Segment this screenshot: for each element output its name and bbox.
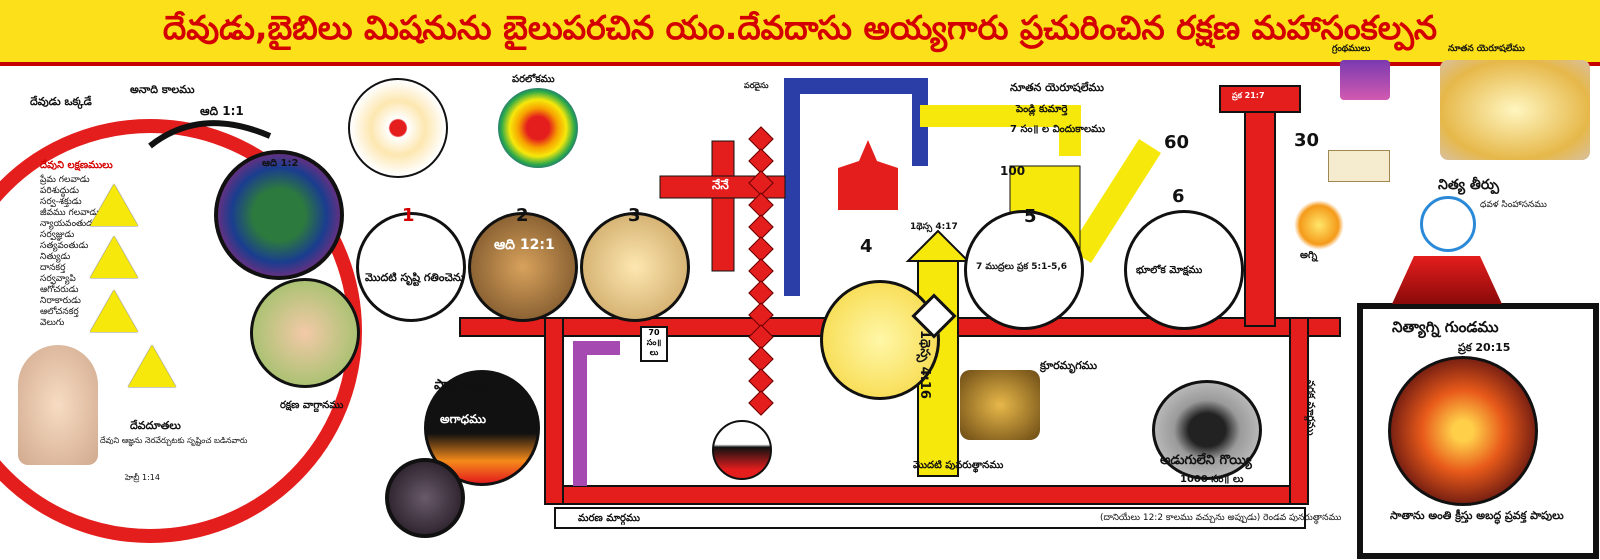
fire-image — [1294, 200, 1344, 250]
seventy-years-box: 70 సం॥ లు — [640, 326, 668, 362]
angels-ref: హెబ్రీ 1:14 — [125, 473, 160, 482]
earthly-kingdom-label: భూలోక మోక్షము — [1136, 265, 1203, 276]
thess2-label: 1థెస్స 4:17 — [910, 222, 958, 232]
fire-label: అగ్ని — [1300, 250, 1318, 261]
abraham-ram-image — [468, 212, 578, 322]
lower-channel — [544, 485, 1306, 505]
diagram-canvas — [0, 78, 1599, 559]
god-one-label: దేవుడు ఒక్కడే — [30, 95, 92, 108]
count-60: 60 — [1164, 132, 1190, 153]
attribute-item: వెలుగు — [40, 318, 65, 328]
eternal-judgment-label: నిత్య తీర్పు — [1438, 177, 1500, 193]
rapture-circle — [820, 280, 940, 400]
hell-path-label: నరక మార్గము — [1305, 380, 1316, 436]
satan-label: సాతాను అంతి క్రీస్తు అబద్ధ ప్రవక్త పాపుల… — [1390, 509, 1564, 522]
beast-label: క్రూరమృగము — [1040, 359, 1098, 372]
bottomless-label: అడుగులేని గొయ్యి — [1160, 453, 1252, 468]
throne-circle — [1420, 196, 1476, 252]
tabernacle-image — [580, 212, 690, 322]
thess-label: 1థెస్స 4:16 — [917, 330, 932, 399]
seven-seals-label: 7 ముద్రలు ప్రక 5:1-5,6 — [976, 262, 1068, 272]
attribute-item: ప్రేమ గలవాడు — [40, 175, 90, 185]
new-jerusalem-image — [1440, 60, 1590, 160]
bible-image — [1328, 150, 1390, 182]
attribute-item: సర్వ-శక్తుడు — [40, 197, 82, 207]
angels-desc: దేవుని ఆజ్ఞను నెరవేర్చుటకు సృష్టించ బడిన… — [100, 436, 248, 445]
lake-of-fire-image — [1388, 356, 1538, 506]
attribute-item: నిరాకారుడు — [40, 296, 81, 306]
prayer-circle — [348, 78, 448, 178]
page-title: దేవుడు,బైబిలు మిషనును బైలుపరచిన యం.దేవదా… — [162, 7, 1438, 47]
attribute-item: దానకర్త — [40, 263, 66, 273]
second-resurrection-label: (దానియేలు 12:2 కాలము వచ్చును అప్పుడు) రె… — [1100, 513, 1342, 523]
stage-5-number: 5 — [1024, 206, 1037, 227]
gen-12-1-label: ఆది 12:1 — [494, 237, 555, 253]
gen-1-1-label: ఆది 1:1 — [200, 104, 244, 118]
attribute-item: సర్వజ్ఞుడు — [40, 230, 75, 240]
cross-label: నేనే — [712, 178, 729, 192]
paradise-label: పరదైసు — [744, 81, 769, 90]
rev-21-7-label: ప్రక 21:7 — [1232, 91, 1265, 100]
throne-steps — [1392, 256, 1502, 304]
earthly-kingdom-circle — [1124, 210, 1244, 330]
heaven-label: పరలోకము — [512, 74, 555, 85]
attribute-item: నిత్యుడు — [40, 252, 71, 262]
adam-eve-image — [250, 278, 360, 388]
stage-4-number: 4 — [860, 236, 873, 257]
trinity-triangle — [90, 184, 138, 226]
trinity-triangle — [128, 345, 176, 387]
new-jerusalem-2-label: నూతన యెరూషలేము — [1448, 44, 1525, 54]
books-label: గ్రంథములు — [1332, 44, 1371, 54]
abyss-label: అగాధము — [440, 412, 486, 426]
white-throne-label: ధవళ సింహాసనము — [1480, 200, 1547, 210]
rev-20-15-label: ప్రక 20:15 — [1458, 341, 1511, 354]
gen-1-2-label: ఆది 1:2 — [262, 158, 299, 169]
bride-label: పెండ్లి కుమార్తె — [1016, 104, 1068, 115]
count-100: 100 — [1000, 164, 1026, 178]
salvation-promise: రక్షణ వాగ్దానము — [280, 400, 344, 411]
beast-image — [960, 370, 1040, 440]
stage-2-number: 2 — [516, 205, 529, 226]
books-image — [1340, 60, 1390, 100]
first-creation-circle — [356, 212, 466, 322]
count-30: 30 — [1294, 130, 1320, 151]
attributes-list: ప్రేమ గలవాడు పరిశుద్ధుడు సర్వ-శక్తుడు జీ… — [40, 175, 99, 329]
hades-circle — [712, 420, 772, 480]
death-path-label: మరణ మార్గము — [578, 513, 641, 524]
hell-label: పాతాళము — [434, 377, 493, 393]
attribute-item: సర్వవ్యాపి — [40, 274, 76, 284]
lake-fire-label: నిత్యాగ్ని గుండము — [1392, 318, 1499, 336]
first-creation-label: మొదటి సృష్టి గతించెను — [365, 271, 465, 284]
stage-3-number: 3 — [628, 205, 641, 226]
thousand-years: 1000 సం॥ లు — [1180, 474, 1244, 485]
attribute-item: పరిశుద్ధుడు — [40, 186, 80, 196]
attribute-item: ఆగోచరుడు — [40, 285, 79, 295]
seven-years-label: 7 సం॥ ల విందుకాలము — [1010, 124, 1106, 135]
attribute-item: సత్యవంతుడు — [40, 241, 89, 251]
bottomless-pit — [1152, 380, 1262, 480]
attribute-item: జీవము గలవాడు — [40, 208, 100, 218]
attributes-heading: దేవుని లక్షణములు — [40, 160, 113, 171]
trinity-triangle — [90, 290, 138, 332]
angels-image — [18, 345, 98, 465]
seven-seals-circle — [964, 210, 1084, 330]
attribute-item: ఆలోచనకర్త — [40, 307, 79, 317]
heaven-rings — [498, 88, 578, 168]
trinity-triangle — [90, 236, 138, 278]
stage-6-number: 6 — [1172, 186, 1185, 207]
stage-1-number: 1 — [402, 205, 415, 226]
angels-label: దేవదూతలు — [130, 419, 181, 432]
title-banner: దేవుడు,బైబిలు మిషనును బైలుపరచిన యం.దేవదా… — [0, 0, 1600, 66]
new-jerusalem-label: నూతన యెరూషలేము — [1010, 81, 1104, 94]
dark-pit — [385, 458, 465, 538]
eternal-time-label: అనాది కాలము — [130, 83, 195, 96]
attribute-item: న్యాయవంతుడు — [40, 219, 96, 229]
first-resurrection: మొదటి పునరుత్థానము — [913, 460, 1004, 471]
earth-globe — [214, 150, 344, 280]
